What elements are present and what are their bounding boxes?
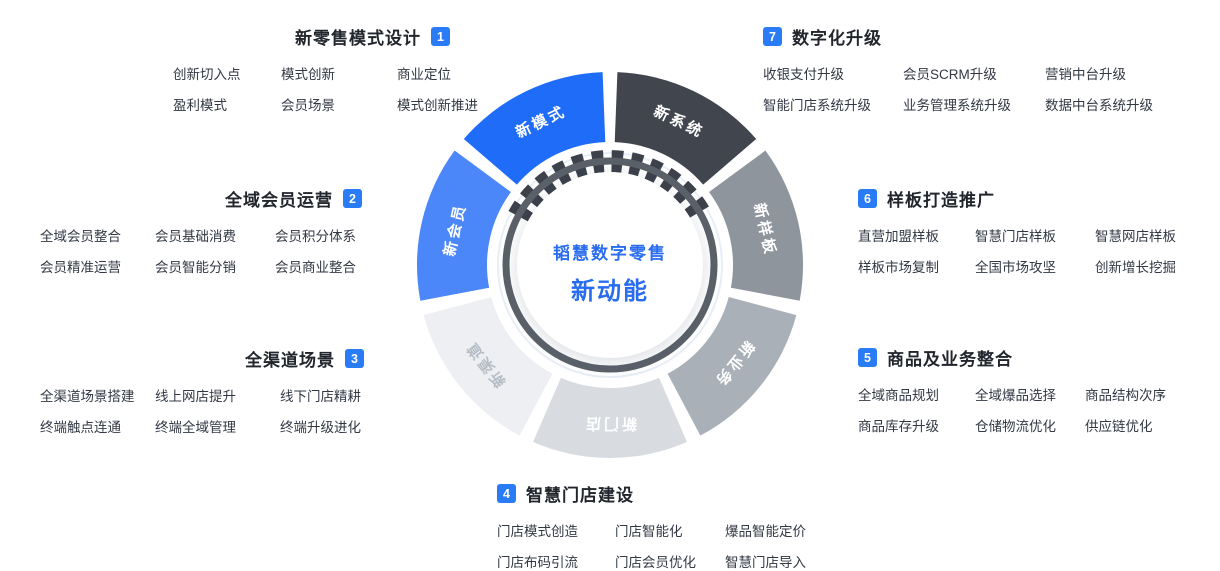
section-number-badge: 3 xyxy=(345,349,364,368)
section-items: 全域会员整合 会员基础消费 会员积分体系 会员精准运营 会员智能分销 会员商业整… xyxy=(40,225,362,276)
wheel-center: 韬慧数字零售 新动能 xyxy=(497,150,723,378)
section-items: 收银支付升级 会员SCRM升级 营销中台升级 智能门店系统升级 业务管理系统升级… xyxy=(763,63,1153,114)
section-goods-business-integration: 5 商品及业务整合 全域商品规划 全域爆品选择 商品结构次序 商品库存升级 仓储… xyxy=(858,345,1166,435)
section-number-badge: 6 xyxy=(858,189,877,208)
section-item: 终端触点连通 xyxy=(40,420,121,435)
section-model-promotion: 6 样板打造推广 直营加盟样板 智慧门店样板 智慧网店样板 样板市场复制 全国市… xyxy=(858,186,1176,276)
wheel-segment xyxy=(667,296,797,436)
section-item: 线下门店精耕 xyxy=(280,389,361,404)
section-item: 门店模式创造 xyxy=(497,524,578,539)
section-title-row: 新零售模式设计 1 xyxy=(295,24,478,49)
section-item: 仓储物流优化 xyxy=(975,419,1056,434)
section-item: 门店智能化 xyxy=(615,524,683,539)
section-item: 商品结构次序 xyxy=(1085,388,1166,403)
section-title: 商品及业务整合 xyxy=(887,350,1013,369)
wheel-segment xyxy=(533,377,687,458)
section-item: 智慧门店导入 xyxy=(725,555,806,570)
section-item: 创新切入点 xyxy=(173,67,241,82)
section-item: 全渠道场景搭建 xyxy=(40,389,135,404)
section-item: 商品库存升级 xyxy=(858,419,939,434)
section-item: 收银支付升级 xyxy=(763,67,844,82)
section-number-badge: 4 xyxy=(497,484,516,503)
section-title: 全域会员运营 xyxy=(225,191,333,210)
section-title: 新零售模式设计 xyxy=(295,29,421,48)
section-items: 创新切入点 模式创新 商业定位 盈利模式 会员场景 模式创新推进 xyxy=(173,63,478,114)
section-title: 数字化升级 xyxy=(792,29,882,48)
section-item: 全域商品规划 xyxy=(858,388,939,403)
wheel-segment xyxy=(423,296,553,436)
section-item: 业务管理系统升级 xyxy=(903,98,1011,113)
wheel-segment xyxy=(614,72,757,185)
section-item: 样板市场复制 xyxy=(858,260,939,275)
section-item: 会员精准运营 xyxy=(40,260,121,275)
section-title-row: 全域会员运营 2 xyxy=(225,186,362,211)
section-item: 爆品智能定价 xyxy=(725,524,806,539)
section-number-badge: 2 xyxy=(343,189,362,208)
section-item: 数据中台系统升级 xyxy=(1045,98,1153,113)
wheel-segment-label: 新门店 xyxy=(583,415,637,433)
section-item: 会员智能分销 xyxy=(155,260,236,275)
section-omni-channel-scene: 全渠道场景 3 全渠道场景搭建 线上网店提升 线下门店精耕 终端触点连通 终端全… xyxy=(40,346,364,436)
center-halo-ring xyxy=(497,152,723,378)
section-item: 会员SCRM升级 xyxy=(903,67,997,82)
section-omni-member-operation: 全域会员运营 2 全域会员整合 会员基础消费 会员积分体系 会员精准运营 会员智… xyxy=(40,186,362,276)
section-item: 线上网店提升 xyxy=(155,389,236,404)
section-item: 商业定位 xyxy=(397,67,451,82)
section-item: 创新增长挖掘 xyxy=(1095,260,1176,275)
wheel-segment xyxy=(463,72,606,185)
section-item: 门店布码引流 xyxy=(497,555,578,570)
section-number-badge: 7 xyxy=(763,27,782,46)
section-title-row: 7 数字化升级 xyxy=(763,24,1153,49)
section-item: 会员场景 xyxy=(281,98,335,113)
section-item: 智慧门店样板 xyxy=(975,229,1056,244)
section-title: 智慧门店建设 xyxy=(526,486,634,505)
section-title-row: 6 样板打造推广 xyxy=(858,186,1176,211)
wheel-segment xyxy=(709,150,803,301)
section-item: 门店会员优化 xyxy=(615,555,696,570)
section-title: 样板打造推广 xyxy=(887,191,995,210)
section-item: 全国市场攻坚 xyxy=(975,260,1056,275)
section-item: 会员基础消费 xyxy=(155,229,236,244)
center-dark-ring xyxy=(502,157,718,373)
section-items: 直营加盟样板 智慧门店样板 智慧网店样板 样板市场复制 全国市场攻坚 创新增长挖… xyxy=(858,225,1176,276)
section-item: 全域会员整合 xyxy=(40,229,121,244)
section-item: 全域爆品选择 xyxy=(975,388,1056,403)
center-disc xyxy=(517,172,703,358)
section-item: 供应链优化 xyxy=(1085,419,1153,434)
section-number-badge: 1 xyxy=(431,27,450,46)
section-title-row: 5 商品及业务整合 xyxy=(858,345,1166,370)
section-item: 营销中台升级 xyxy=(1045,67,1126,82)
section-item: 智慧网店样板 xyxy=(1095,229,1176,244)
section-title-row: 全渠道场景 3 xyxy=(245,346,364,371)
wheel-segment xyxy=(417,150,511,301)
section-item: 会员积分体系 xyxy=(275,229,356,244)
section-items: 门店模式创造 门店智能化 爆品智能定价 门店布码引流 门店会员优化 智慧门店导入 xyxy=(497,520,806,571)
section-new-retail-model-design: 新零售模式设计 1 创新切入点 模式创新 商业定位 盈利模式 会员场景 模式创新… xyxy=(173,24,478,114)
section-smart-store-construction: 4 智慧门店建设 门店模式创造 门店智能化 爆品智能定价 门店布码引流 门店会员… xyxy=(497,481,806,571)
section-item: 智能门店系统升级 xyxy=(763,98,871,113)
section-title: 全渠道场景 xyxy=(245,351,335,370)
section-item: 直营加盟样板 xyxy=(858,229,939,244)
section-item: 终端升级进化 xyxy=(280,420,361,435)
center-subtitle: 新动能 xyxy=(571,277,649,305)
section-item: 模式创新推进 xyxy=(397,98,478,113)
section-title-row: 4 智慧门店建设 xyxy=(497,481,806,506)
center-title: 韬慧数字零售 xyxy=(553,243,667,263)
section-items: 全域商品规划 全域爆品选择 商品结构次序 商品库存升级 仓储物流优化 供应链优化 xyxy=(858,384,1166,435)
section-number-badge: 5 xyxy=(858,348,877,367)
section-item: 模式创新 xyxy=(281,67,335,82)
section-item: 盈利模式 xyxy=(173,98,227,113)
section-digital-upgrade: 7 数字化升级 收银支付升级 会员SCRM升级 营销中台升级 智能门店系统升级 … xyxy=(763,24,1153,114)
section-items: 全渠道场景搭建 线上网店提升 线下门店精耕 终端触点连通 终端全域管理 终端升级… xyxy=(40,385,364,436)
section-item: 会员商业整合 xyxy=(275,260,356,275)
section-item: 终端全域管理 xyxy=(155,420,236,435)
